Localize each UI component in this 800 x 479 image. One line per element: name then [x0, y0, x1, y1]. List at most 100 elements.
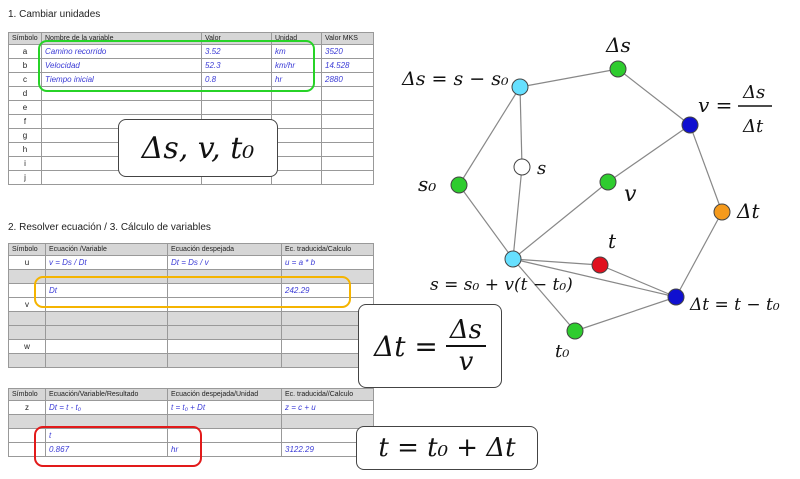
graph-label-s0: s₀	[418, 172, 436, 196]
table-cell	[167, 353, 282, 368]
table-cell	[321, 86, 374, 101]
table-cell: 3520	[321, 44, 374, 59]
graph-edge	[458, 86, 521, 186]
column-header: Símbolo	[8, 32, 42, 45]
symbol-cell	[8, 311, 46, 326]
graph-label-v_eq_den: Δt	[742, 116, 764, 137]
table-cell	[167, 414, 282, 429]
graph-node-v_eq	[681, 116, 699, 134]
graph-node-t0	[566, 322, 584, 340]
column-header: Ecuación despejada	[167, 243, 282, 256]
green-highlight	[38, 40, 315, 92]
table-cell	[271, 128, 322, 143]
symbol-cell	[8, 414, 46, 429]
section1-title: 1. Cambiar unidades	[8, 9, 101, 20]
graph-edge	[675, 211, 723, 298]
table-cell: u = a * b	[281, 255, 374, 270]
table-cell: 3122.29	[281, 442, 374, 457]
table-row: w	[8, 339, 374, 354]
graph-edge	[512, 166, 523, 260]
graph-label-v: v	[624, 182, 637, 207]
symbol-cell: i	[8, 156, 42, 171]
column-header: Ecuación /Variable	[45, 243, 168, 256]
formula-t: t = t₀ + Δt	[378, 433, 516, 463]
table-cell	[167, 311, 282, 326]
graph-label-dt_eq: Δt = t − t₀	[689, 295, 780, 315]
red-highlight	[34, 426, 202, 467]
graph-node-v	[599, 173, 617, 191]
table-cell	[271, 114, 322, 129]
table-cell: 0.867	[45, 442, 168, 457]
symbol-cell: u	[8, 255, 46, 270]
table-row: d	[8, 86, 374, 101]
table-cell	[45, 325, 168, 340]
table-cell	[281, 414, 374, 429]
formula-box-dt: Δt = Δs v	[358, 304, 502, 388]
graph-edge	[512, 258, 576, 332]
table-cell	[45, 414, 168, 429]
symbol-cell: h	[8, 142, 42, 157]
table-row	[8, 353, 374, 368]
table-cell	[167, 325, 282, 340]
table-cell	[45, 311, 168, 326]
symbol-cell: d	[8, 86, 42, 101]
table-cell	[41, 100, 202, 115]
table-cell	[321, 156, 374, 171]
table-cell	[321, 114, 374, 129]
table-cell: Dt = t - t₀	[45, 400, 168, 415]
graph-edge	[574, 296, 677, 332]
table-cell	[271, 142, 322, 157]
symbol-cell: j	[8, 170, 42, 185]
column-header: Valor MKS	[321, 32, 374, 45]
graph-node-s_eq	[504, 250, 522, 268]
symbol-cell: c	[8, 72, 42, 87]
graph-label-s_eq: s = s₀ + v(t − t₀)	[430, 275, 573, 295]
formula-box-ds-v-t0: Δs, v, t₀	[118, 119, 278, 177]
table-cell	[271, 156, 322, 171]
table-row	[8, 325, 374, 340]
formula-ds-v-t0: Δs, v, t₀	[141, 130, 255, 166]
table-cell	[167, 339, 282, 354]
graph-node-ds_eq	[511, 78, 529, 96]
graph-label-ds: Δs	[605, 33, 631, 57]
orange-highlight	[34, 276, 351, 308]
symbol-cell: z	[8, 400, 46, 415]
table-cell	[45, 353, 168, 368]
graph-edge	[599, 264, 677, 298]
table-cell	[321, 142, 374, 157]
graph-label-v_eq_left: v =	[698, 93, 732, 117]
graph-node-dt_eq	[667, 288, 685, 306]
symbol-cell	[8, 353, 46, 368]
symbol-cell: w	[8, 339, 46, 354]
graph-label-ds_eq: Δs = s − s₀	[401, 68, 509, 90]
table-row: e	[8, 100, 374, 115]
formula-dt-den: v	[458, 347, 474, 377]
table-cell: z = c + u	[281, 400, 374, 415]
table-row	[8, 414, 374, 429]
column-header: Símbolo	[8, 388, 46, 401]
table-cell	[201, 100, 272, 115]
graph-node-ds	[609, 60, 627, 78]
graph-edge	[519, 68, 619, 88]
graph-node-dt	[713, 203, 731, 221]
graph-edge	[512, 181, 609, 260]
graph-edge	[512, 258, 677, 298]
table-cell: v = Ds / Dt	[45, 255, 168, 270]
table-row	[8, 311, 374, 326]
table-cell	[45, 339, 168, 354]
table-cell: Dt = Ds / v	[167, 255, 282, 270]
table-cell	[271, 170, 322, 185]
graph-node-s	[513, 158, 531, 176]
symbol-cell: f	[8, 114, 42, 129]
formula-dt-left: Δt =	[374, 329, 438, 363]
formula-dt-num: Δs	[445, 315, 486, 347]
graph-edge	[458, 184, 514, 260]
formula-box-t: t = t₀ + Δt	[356, 426, 538, 470]
